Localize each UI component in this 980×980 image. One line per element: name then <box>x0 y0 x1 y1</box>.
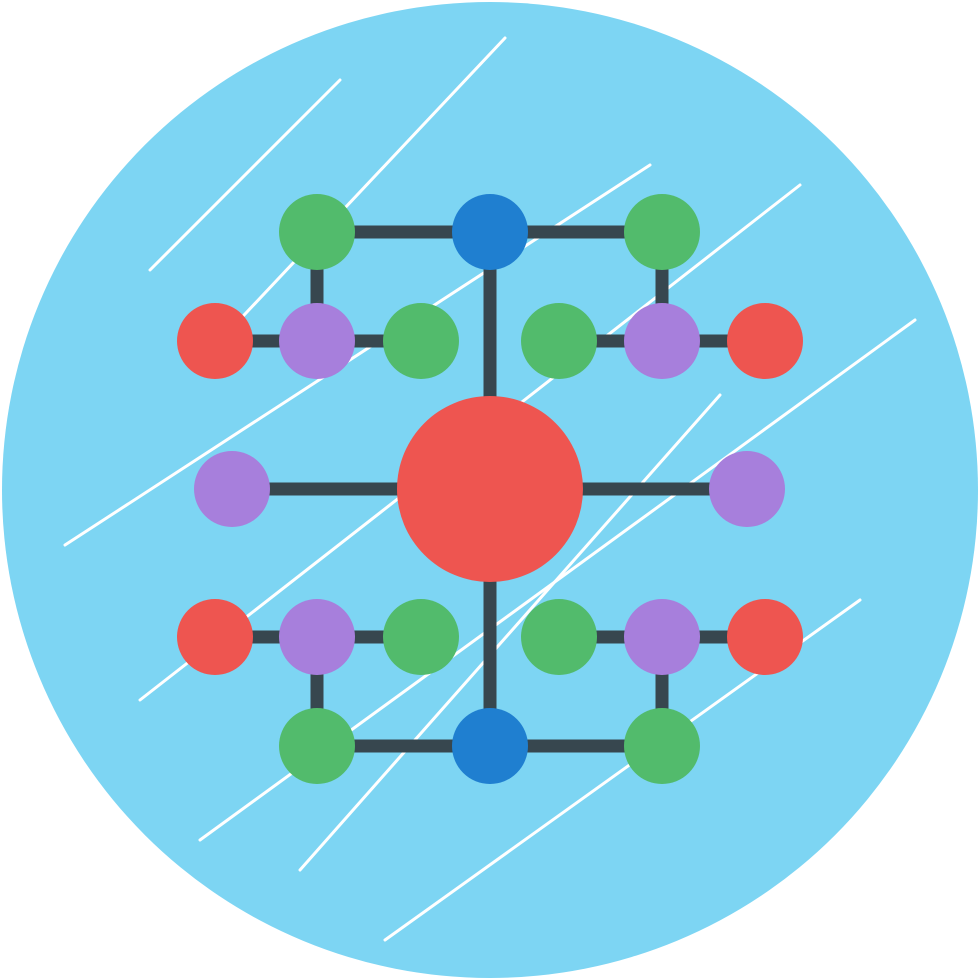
top-blue-node <box>452 194 528 270</box>
upper-left-green-node <box>383 303 459 379</box>
shine-streak <box>148 78 342 272</box>
lower-left-green-node <box>383 599 459 675</box>
top-right-green-node <box>624 194 700 270</box>
middle-right-purple-node <box>709 451 785 527</box>
top-left-green-node <box>279 194 355 270</box>
lower-left-purple-node <box>279 599 355 675</box>
upper-right-purple-node <box>624 303 700 379</box>
nodes <box>177 194 803 784</box>
lower-left-red-node <box>177 599 253 675</box>
upper-right-red-node <box>727 303 803 379</box>
bottom-left-green-node <box>279 708 355 784</box>
lower-right-green-node <box>521 599 597 675</box>
hub-node <box>397 396 583 582</box>
upper-left-purple-node <box>279 303 355 379</box>
bottom-blue-node <box>452 708 528 784</box>
middle-left-purple-node <box>194 451 270 527</box>
shine-streak <box>228 36 507 332</box>
upper-right-green-node <box>521 303 597 379</box>
lower-right-purple-node <box>624 599 700 675</box>
bottom-right-green-node <box>624 708 700 784</box>
lower-right-red-node <box>727 599 803 675</box>
upper-left-red-node <box>177 303 253 379</box>
shine-streak <box>298 393 722 872</box>
